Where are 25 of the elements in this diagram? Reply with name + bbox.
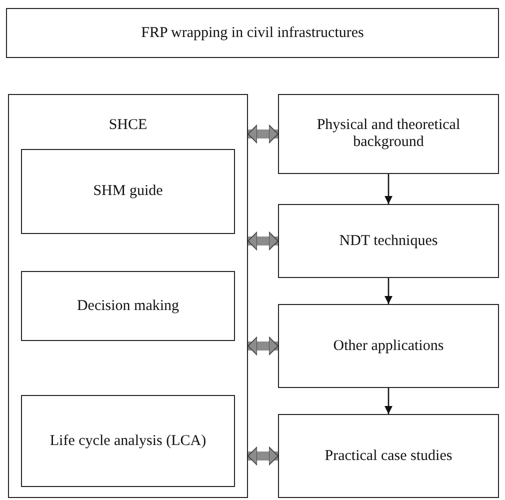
process-box — [21, 149, 235, 234]
process-box — [278, 304, 499, 388]
double-arrow — [248, 446, 278, 466]
process-box — [21, 395, 235, 487]
process-box — [278, 204, 499, 278]
arrow — [384, 174, 392, 204]
box-label: Decision making — [76, 298, 180, 314]
process-box — [21, 271, 235, 341]
arrow — [384, 388, 392, 414]
box-label: Practical case studies — [324, 448, 452, 464]
group-box — [8, 94, 248, 498]
box-label: Other applications — [333, 338, 444, 354]
double-arrow — [248, 232, 278, 250]
box-label: SHM guide — [93, 183, 163, 200]
arrow — [384, 278, 392, 304]
double-arrow — [248, 336, 278, 356]
double-arrow — [248, 124, 278, 144]
box-label: NDT techniques — [339, 232, 438, 250]
process-box — [6, 8, 499, 58]
box-label: Life cycle analysis (LCA) — [50, 432, 206, 450]
box-label: FRP wrapping in civil infrastructures — [141, 24, 364, 42]
process-box — [278, 414, 499, 498]
box-label: SHCE — [108, 117, 148, 134]
process-box — [278, 94, 499, 174]
box-label: Physical and theoretical background — [316, 117, 462, 151]
